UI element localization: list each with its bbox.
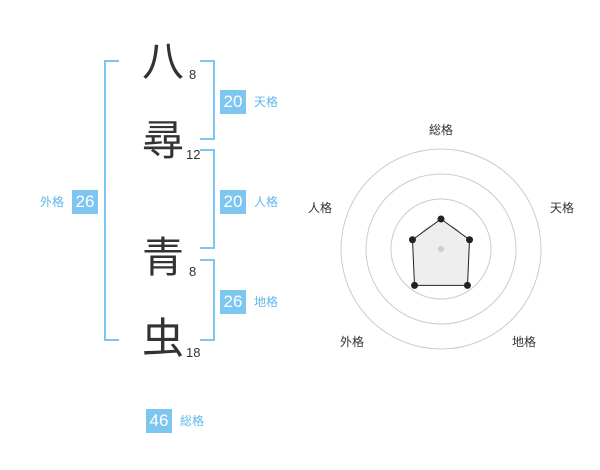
tenkaku-bracket — [200, 60, 215, 140]
radar-shape — [411, 218, 471, 286]
chikaku-bracket — [200, 259, 215, 341]
stroke-count-3: 8 — [189, 264, 197, 279]
radar-points — [408, 215, 474, 289]
axis-label-chikaku: 地格 — [512, 334, 536, 349]
radar-point-3 — [463, 281, 471, 289]
stroke-count-2: 12 — [186, 147, 201, 162]
radar-ring — [390, 198, 492, 300]
axis-label-tenkaku: 天格 — [550, 200, 574, 215]
name-char-4: 虫 — [142, 314, 185, 363]
soukaku-label: 総格 — [180, 414, 205, 428]
jinkaku-bracket — [200, 149, 215, 249]
jinkaku-label: 人格 — [254, 195, 279, 209]
jinkaku-badge: 20 — [220, 190, 246, 214]
radar-ring — [365, 173, 517, 325]
stroke-count-4: 18 — [186, 345, 201, 360]
radar-point-2 — [466, 236, 474, 244]
radar-point-1 — [437, 215, 445, 223]
stroke-count-1: 8 — [189, 67, 197, 82]
chikaku-label: 地格 — [254, 295, 279, 309]
axis-label-jinkaku: 人格 — [308, 200, 332, 215]
radar-point-5 — [408, 236, 416, 244]
radar-point-4 — [411, 281, 419, 289]
tenkaku-label: 天格 — [254, 95, 279, 109]
gaikaku-badge: 26 — [72, 190, 98, 214]
gaikaku-bracket — [104, 60, 119, 341]
gaikaku-label: 外格 — [40, 195, 65, 209]
radar-center-dot — [438, 246, 444, 252]
tenkaku-badge: 20 — [220, 90, 246, 114]
name-char-3: 青 — [142, 233, 185, 282]
radar-ring — [340, 148, 542, 350]
name-char-1: 八 — [142, 37, 185, 86]
name-char-2: 尋 — [142, 116, 185, 165]
axis-label-gaikaku: 外格 — [340, 334, 364, 349]
soukaku-badge: 46 — [146, 409, 172, 433]
chikaku-badge: 26 — [220, 290, 246, 314]
axis-label-soukaku: 総格 — [429, 122, 453, 137]
